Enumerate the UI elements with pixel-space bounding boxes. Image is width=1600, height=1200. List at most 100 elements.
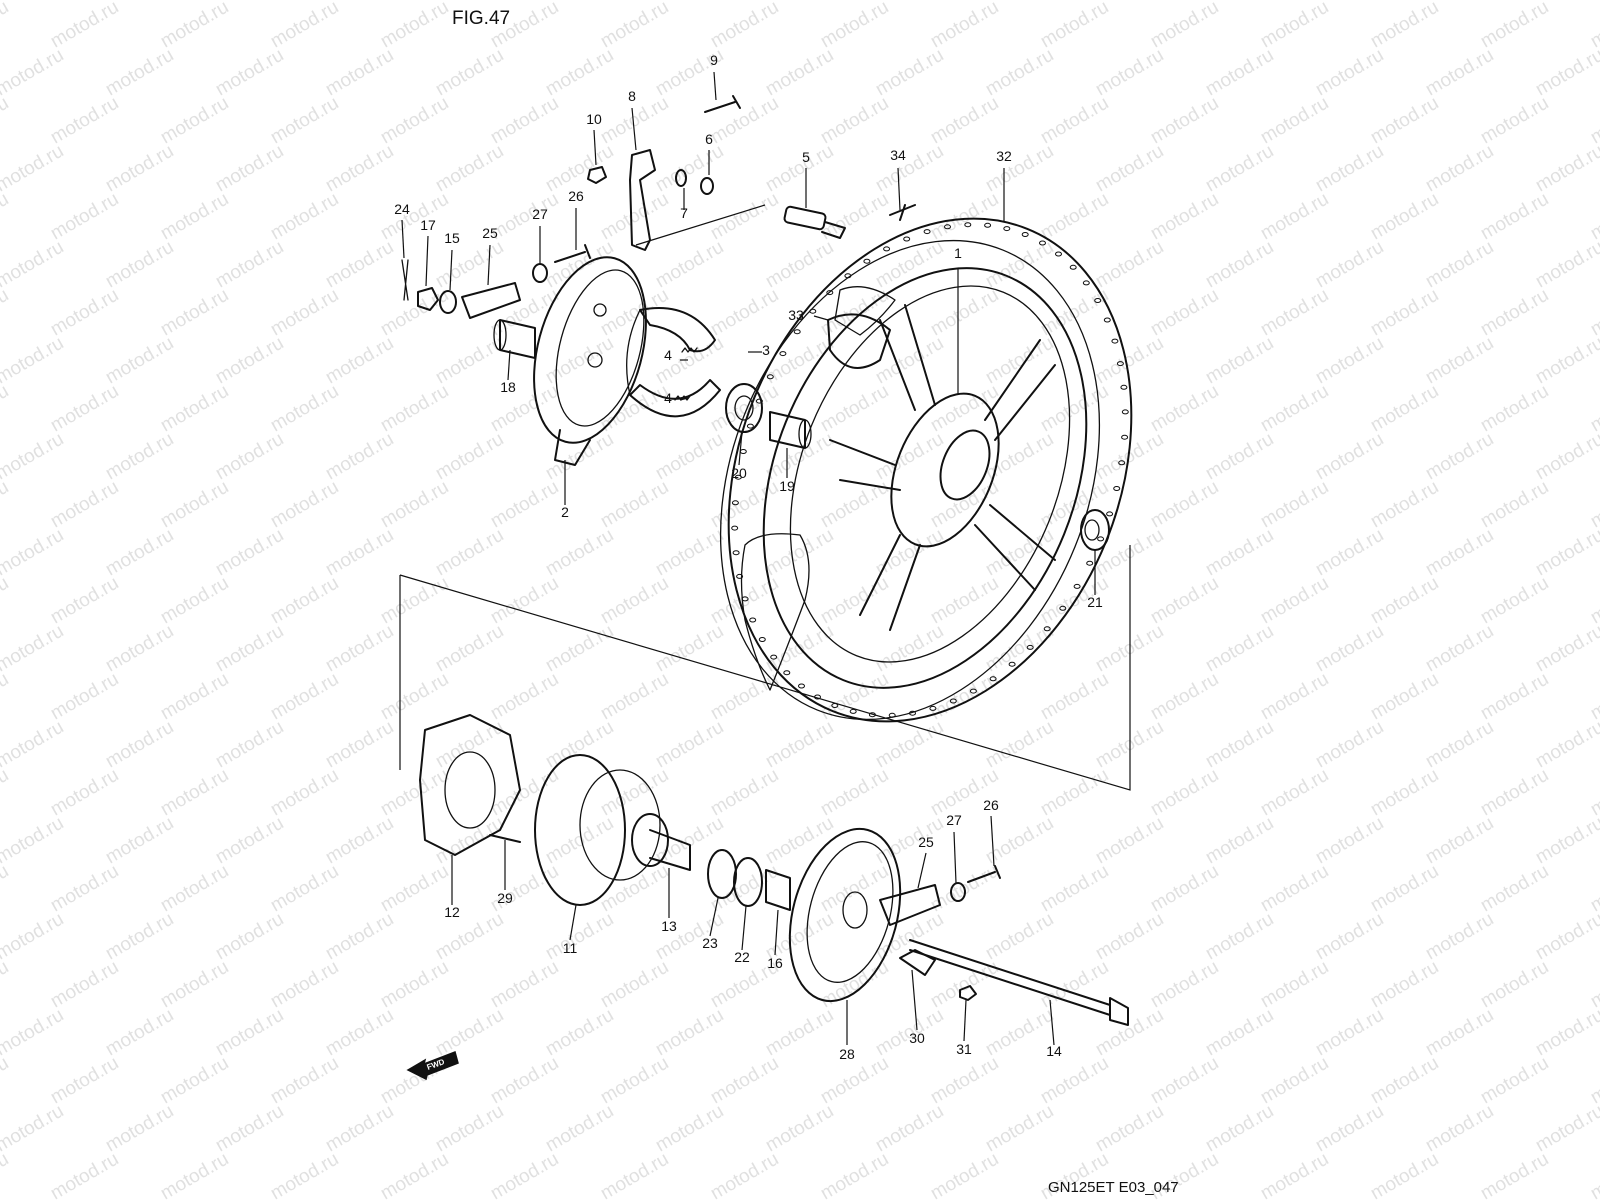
watermark-text: motod.ru [872,429,947,485]
watermark-text: motod.ru [267,189,342,245]
watermark-text: motod.ru [1477,957,1552,1013]
watermark-text: motod.ru [1477,0,1552,52]
tread-block [749,617,757,623]
watermark-text: motod.ru [267,957,342,1013]
tread-block [1026,644,1034,650]
watermark-text: motod.ru [1037,0,1112,52]
watermark-text: motod.ru [0,381,12,437]
tread-block [1055,251,1062,257]
tread-block [734,474,742,480]
watermark-text: motod.ru [267,0,342,52]
air-valve [783,205,846,239]
wheel-hub [890,392,1000,548]
callout-11: 11 [563,940,578,956]
watermark-text: motod.ru [322,333,397,389]
tread-block [732,550,740,556]
watermark-text: motod.ru [1037,1053,1112,1109]
tread-block [1069,264,1077,270]
tread-block [849,708,857,714]
watermark-text: motod.ru [432,429,507,485]
callout-19: 19 [779,478,795,494]
callout-7: 7 [680,205,688,221]
watermark-text: motod.ru [377,285,452,341]
nut-10 [587,166,607,184]
watermark-text: motod.ru [1422,621,1497,677]
watermark-text: motod.ru [1312,1101,1387,1157]
watermark-text: motod.ru [1532,813,1600,869]
watermark-text: motod.ru [1532,45,1600,101]
watermark-text: motod.ru [102,429,177,485]
watermark-text: motod.ru [1477,285,1552,341]
spacer-16 [765,869,791,911]
watermark-text: motod.ru [1367,0,1442,52]
watermark-text: motod.ru [432,333,507,389]
watermark-text: motod.ru [1477,93,1552,149]
tread-block [949,698,957,704]
watermark-text: motod.ru [927,285,1002,341]
watermark-text: motod.ru [1422,909,1497,965]
watermark-text: motod.ru [267,1149,342,1200]
tread-block [739,449,747,454]
callout-leader-24 [401,219,405,259]
watermark-text: motod.ru [1257,189,1332,245]
tread-block [1111,338,1119,344]
watermark-text: motod.ru [47,1149,122,1200]
watermark-text: motod.ru [267,669,342,725]
callout-25: 25 [918,834,934,850]
watermark-text: motod.ru [872,621,947,677]
watermark-text: motod.ru [377,573,452,629]
watermark-text: motod.ru [0,909,67,965]
watermark-text: motod.ru [102,525,177,581]
watermark-text: motod.ru [47,381,122,437]
watermark-text: motod.ru [542,621,617,677]
watermark-text: motod.ru [487,477,562,533]
watermark-text: motod.ru [212,525,287,581]
watermark-text: motod.ru [1367,765,1442,821]
tire-cutaway-section [740,533,810,691]
watermark-text: motod.ru [1422,429,1497,485]
watermark-text: motod.ru [927,0,1002,52]
watermark-text: motod.ru [1312,237,1387,293]
watermark-text: motod.ru [817,0,892,52]
watermark-text: motod.ru [157,477,232,533]
tread-block [1120,384,1128,390]
watermark-text: motod.ru [102,333,177,389]
bolt-26-top [554,244,591,263]
watermark-text: motod.ru [102,237,177,293]
tread-block [1116,361,1124,367]
watermark-text: motod.ru [432,45,507,101]
tire-valve [889,204,916,221]
tread-block [798,683,805,689]
watermark-text: motod.ru [1202,1005,1277,1061]
nut-17 [417,287,439,311]
watermark-text: motod.ru [817,669,892,725]
watermark-text: motod.ru [1422,333,1497,389]
watermark-text: motod.ru [1422,1101,1497,1157]
callout-29: 29 [497,890,513,906]
watermark-text: motod.ru [47,93,122,149]
callout-26: 26 [983,797,999,813]
tread-block [1094,298,1102,303]
watermark-text: motod.ru [0,45,67,101]
watermark-text: motod.ru [927,957,1002,1013]
spacer-18 [493,319,536,359]
watermark-text: motod.ru [1532,1101,1600,1157]
rim-band [827,313,891,369]
watermark-text: motod.ru [1202,621,1277,677]
watermark-text: motod.ru [1477,381,1552,437]
watermark-text: motod.ru [1477,477,1552,533]
callout-20: 20 [731,465,747,481]
watermark-text: motod.ru [817,189,892,245]
watermark-text: motod.ru [1587,861,1600,917]
wheel-spokes [829,304,1056,631]
callout-leader-9 [713,71,717,101]
watermark-text: motod.ru [542,333,617,389]
watermark-text: motod.ru [1532,141,1600,197]
tread-block [826,290,834,296]
watermark-text: motod.ru [487,1149,562,1200]
callout-5: 5 [802,149,810,165]
watermark-text: motod.ru [157,189,232,245]
callout-24: 24 [394,201,410,217]
watermark-text: motod.ru [1477,573,1552,629]
